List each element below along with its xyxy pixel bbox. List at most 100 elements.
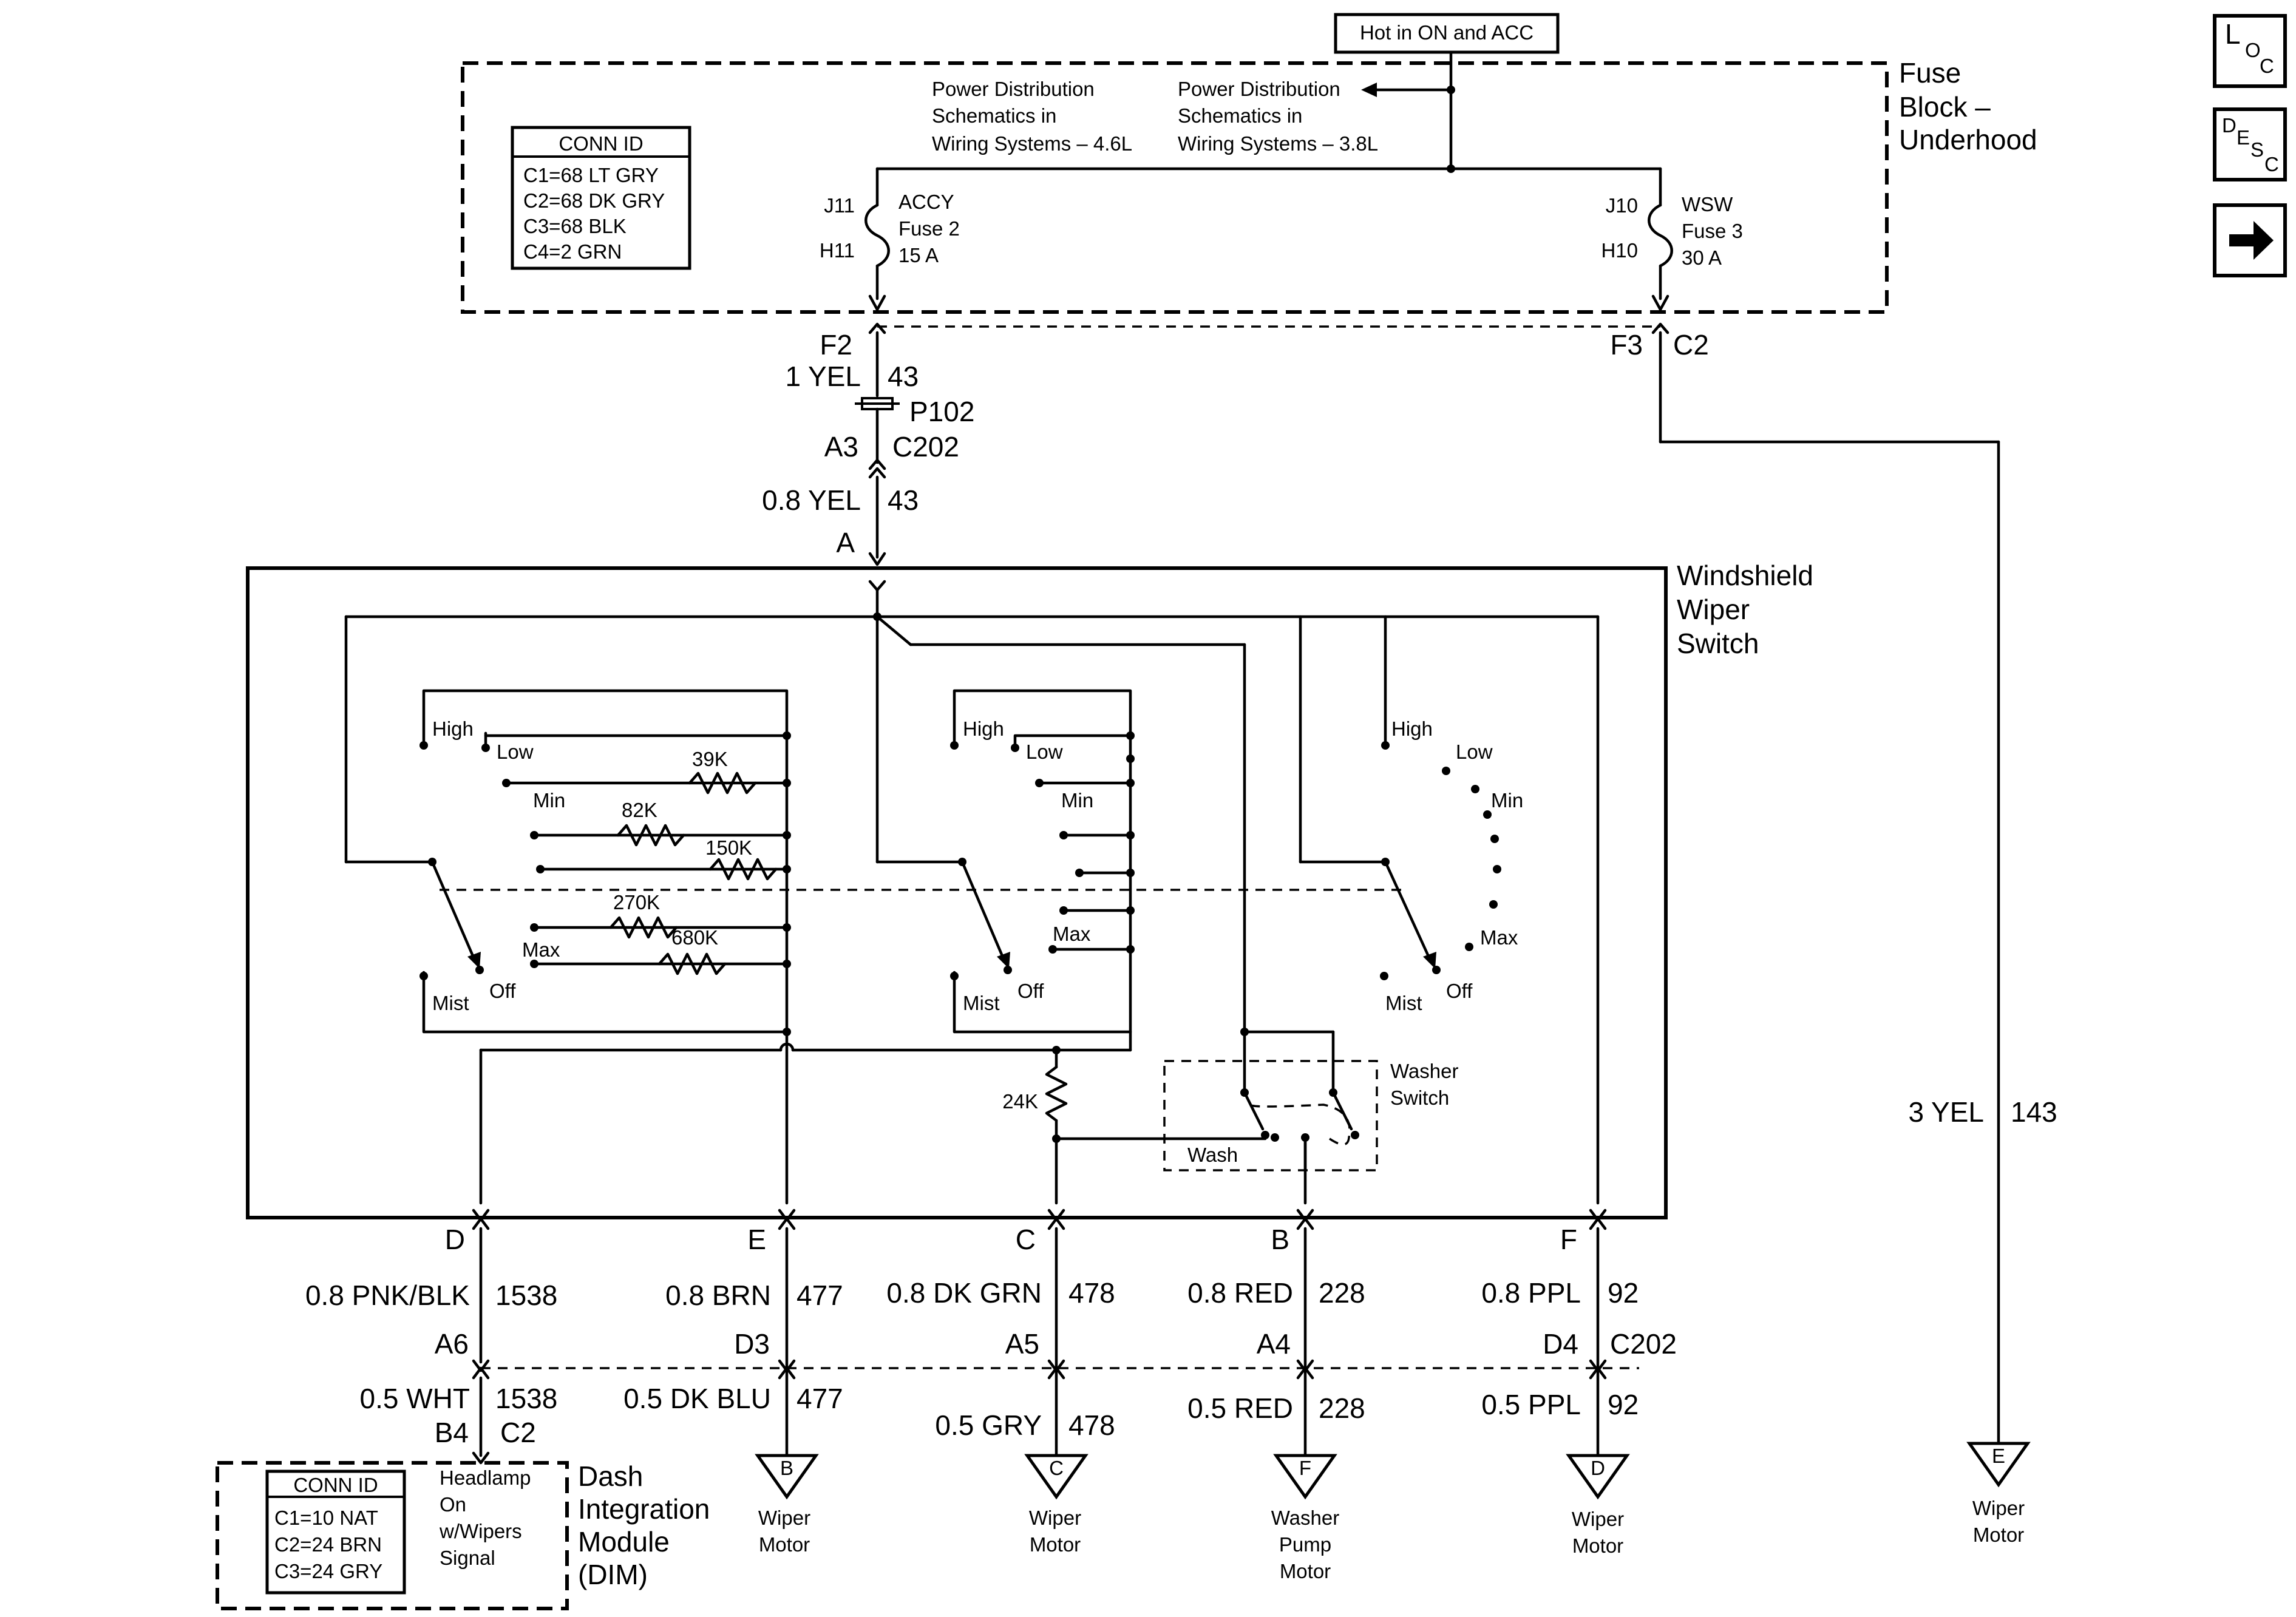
right-switch-section: High Low Min Max Off Mist <box>1380 615 1523 1014</box>
svg-text:Off: Off <box>489 980 516 1002</box>
svg-text:92: 92 <box>1608 1277 1639 1309</box>
power-distribution-ref-4-6l[interactable]: Power Distribution Schematics in Wiring … <box>932 78 1132 155</box>
svg-text:Underhood: Underhood <box>1899 124 2037 155</box>
svg-text:Signal: Signal <box>440 1547 495 1569</box>
svg-text:F: F <box>1560 1224 1577 1255</box>
svg-text:Fuse 2: Fuse 2 <box>898 217 960 240</box>
svg-text:Min: Min <box>1061 789 1093 812</box>
svg-text:Low: Low <box>1026 741 1063 763</box>
svg-text:24K: 24K <box>1002 1090 1038 1113</box>
svg-text:1 YEL: 1 YEL <box>786 361 861 392</box>
svg-text:C1=10 NAT: C1=10 NAT <box>274 1507 378 1529</box>
svg-text:High: High <box>1391 717 1433 740</box>
svg-text:Washer: Washer <box>1271 1507 1339 1529</box>
output-e: E 0.8 BRN 477 D3 0.5 DK BLU 477 B Wiper … <box>623 1224 843 1556</box>
svg-text:A: A <box>836 527 855 558</box>
svg-text:C2=24 BRN: C2=24 BRN <box>274 1533 382 1556</box>
svg-text:C3=24 GRY: C3=24 GRY <box>274 1560 382 1582</box>
svg-text:H10: H10 <box>1601 239 1638 262</box>
svg-text:C: C <box>2264 153 2279 175</box>
svg-text:C202: C202 <box>892 431 959 463</box>
off-page-connector-d-icon <box>1566 1454 1630 1500</box>
svg-text:Mist: Mist <box>963 992 1000 1014</box>
svg-text:0.8 BRN: 0.8 BRN <box>665 1280 771 1311</box>
svg-text:F3: F3 <box>1610 329 1643 361</box>
svg-text:477: 477 <box>796 1280 843 1311</box>
svg-text:Washer: Washer <box>1390 1060 1458 1082</box>
svg-text:A6: A6 <box>435 1328 469 1360</box>
svg-text:Dash: Dash <box>578 1460 643 1492</box>
svg-text:Motor: Motor <box>1973 1524 2024 1546</box>
svg-text:C3=68 BLK: C3=68 BLK <box>523 215 627 237</box>
svg-text:Max: Max <box>1053 923 1091 945</box>
svg-text:3 YEL: 3 YEL <box>1909 1096 1984 1128</box>
svg-text:478: 478 <box>1068 1409 1115 1441</box>
desc-button[interactable]: D E S C <box>2213 107 2287 181</box>
svg-text:Wiper: Wiper <box>758 1507 810 1529</box>
svg-text:0.5 PPL: 0.5 PPL <box>1481 1389 1581 1420</box>
svg-text:C2: C2 <box>500 1417 536 1448</box>
svg-text:J10: J10 <box>1606 194 1638 217</box>
fuse-3: J10 H10 WSW Fuse 3 30 A <box>1601 167 1743 311</box>
left-switch-section: High Low Min Max Off Mist 39K 82K 150K 2… <box>419 689 791 1036</box>
svg-text:E: E <box>1992 1445 2005 1467</box>
svg-text:0.5 WHT: 0.5 WHT <box>360 1383 470 1414</box>
svg-text:Wiper: Wiper <box>1972 1497 2025 1519</box>
svg-text:A4: A4 <box>1257 1328 1291 1360</box>
svg-text:B: B <box>780 1457 793 1479</box>
svg-text:477: 477 <box>796 1383 843 1414</box>
svg-text:D: D <box>1591 1457 1605 1479</box>
svg-text:C2: C2 <box>1673 329 1709 361</box>
svg-text:Wiper: Wiper <box>1029 1507 1081 1529</box>
svg-text:ACCY: ACCY <box>898 191 954 213</box>
svg-text:C: C <box>2260 55 2274 77</box>
svg-text:High: High <box>432 717 474 740</box>
right-arrow-icon <box>2229 221 2274 260</box>
svg-text:D3: D3 <box>734 1328 770 1360</box>
svg-text:CONN ID: CONN ID <box>559 132 643 155</box>
svg-text:Block –: Block – <box>1899 91 1991 123</box>
power-distribution-ref-3-8l[interactable]: Power Distribution Schematics in Wiring … <box>1178 78 1378 155</box>
svg-text:Off: Off <box>1446 980 1473 1002</box>
svg-text:J11: J11 <box>824 194 855 217</box>
svg-text:F: F <box>1299 1457 1311 1479</box>
output-d: D 0.8 PNK/BLK 1538 A6 0.5 WHT 1538 B4 C2 <box>305 1224 557 1448</box>
svg-text:Wiper: Wiper <box>1677 594 1750 625</box>
svg-text:Motor: Motor <box>1280 1560 1331 1582</box>
wiper-switch-outline <box>246 566 1668 1219</box>
svg-text:Pump: Pump <box>1279 1533 1331 1556</box>
svg-text:D: D <box>2222 114 2237 137</box>
svg-text:High: High <box>963 717 1004 740</box>
svg-text:A3: A3 <box>824 431 858 463</box>
svg-text:Low: Low <box>1456 741 1493 763</box>
svg-text:0.8 PPL: 0.8 PPL <box>1481 1277 1581 1309</box>
loc-button[interactable]: L O C <box>2213 14 2287 88</box>
svg-text:S: S <box>2250 138 2264 161</box>
svg-text:1538: 1538 <box>495 1280 557 1311</box>
fuse-block-title: Fuse <box>1899 57 1961 89</box>
svg-text:228: 228 <box>1319 1277 1365 1309</box>
dim-module: CONN ID C1=10 NAT C2=24 BRN C3=24 GRY He… <box>216 1460 710 1610</box>
next-arrow-button[interactable] <box>2213 203 2287 277</box>
svg-text:D4: D4 <box>1543 1328 1578 1360</box>
svg-text:Schematics in: Schematics in <box>1178 104 1302 127</box>
output-c: C 0.8 DK GRN 478 A5 0.5 GRY 478 C Wiper … <box>886 1224 1115 1556</box>
output-b: B 0.8 RED 228 A4 0.5 RED 228 F Washer Pu… <box>1187 1224 1365 1582</box>
svg-text:C1=68 LT GRY: C1=68 LT GRY <box>523 164 659 186</box>
svg-text:D: D <box>445 1224 465 1255</box>
svg-text:1538: 1538 <box>495 1383 557 1414</box>
svg-text:39K: 39K <box>692 748 728 770</box>
svg-text:O: O <box>2245 39 2261 61</box>
svg-text:43: 43 <box>888 361 919 392</box>
svg-text:Motor: Motor <box>1030 1533 1081 1556</box>
svg-text:Wiper: Wiper <box>1572 1508 1624 1530</box>
svg-text:Wiring Systems – 4.6L: Wiring Systems – 4.6L <box>932 132 1132 155</box>
svg-text:270K: 270K <box>613 891 660 914</box>
svg-text:C202: C202 <box>1610 1328 1677 1360</box>
svg-text:92: 92 <box>1608 1389 1639 1420</box>
svg-text:Max: Max <box>1480 926 1518 949</box>
svg-text:B: B <box>1271 1224 1289 1255</box>
svg-text:0.5 RED: 0.5 RED <box>1187 1392 1293 1424</box>
svg-text:680K: 680K <box>671 926 718 949</box>
fuse-block-conn-id: CONN ID C1=68 LT GRY C2=68 DK GRY C3=68 … <box>511 126 691 270</box>
